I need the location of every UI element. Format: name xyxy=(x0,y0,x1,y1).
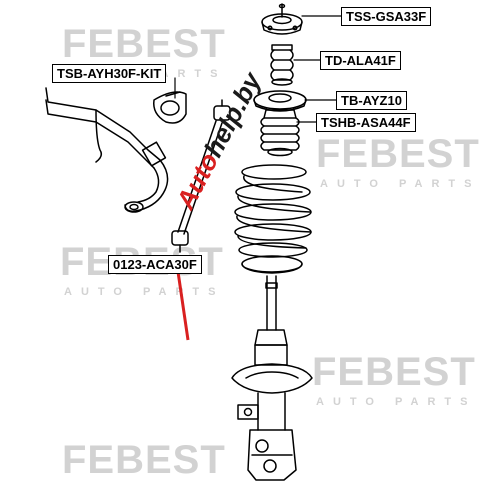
part-label-td-ala41f[interactable]: TD-ALA41F xyxy=(320,51,401,70)
watermark-brand: FEBEST xyxy=(62,438,226,482)
watermark-brand: FEBEST xyxy=(62,22,226,66)
bearing-seat-drawing xyxy=(253,90,307,112)
bump-stop-drawing xyxy=(270,44,294,86)
watermark-subtext: AUTO PARTS xyxy=(64,286,225,298)
part-label-tss-gsa33f[interactable]: TSS-GSA33F xyxy=(341,7,432,26)
dust-boot-drawing xyxy=(260,109,300,157)
watermark-brand: FEBEST xyxy=(316,132,480,176)
watermark-subtext: AUTO PARTS xyxy=(316,396,477,408)
spring-seat-drawing xyxy=(241,255,303,274)
stabilizer-bar-drawing xyxy=(45,87,169,213)
part-label-tb-ayz10[interactable]: TB-AYZ10 xyxy=(336,91,407,110)
strut-mount-drawing xyxy=(261,3,303,35)
watermark-brand: FEBEST xyxy=(312,350,476,394)
coil-spring-drawing xyxy=(234,164,312,258)
part-label-0123-aca30f[interactable]: 0123-ACA30F xyxy=(108,255,202,274)
stabilizer-bushing-drawing xyxy=(153,91,187,124)
stabilizer-link-drawing xyxy=(171,99,231,253)
part-label-tshb-asa44f[interactable]: TSHB-ASA44F xyxy=(316,113,416,132)
watermark-subtext: AUTO PARTS xyxy=(320,178,481,190)
part-label-tsb-ayh30f-kit[interactable]: TSB-AYH30F-KIT xyxy=(52,64,167,83)
shock-absorber-drawing xyxy=(231,275,313,481)
